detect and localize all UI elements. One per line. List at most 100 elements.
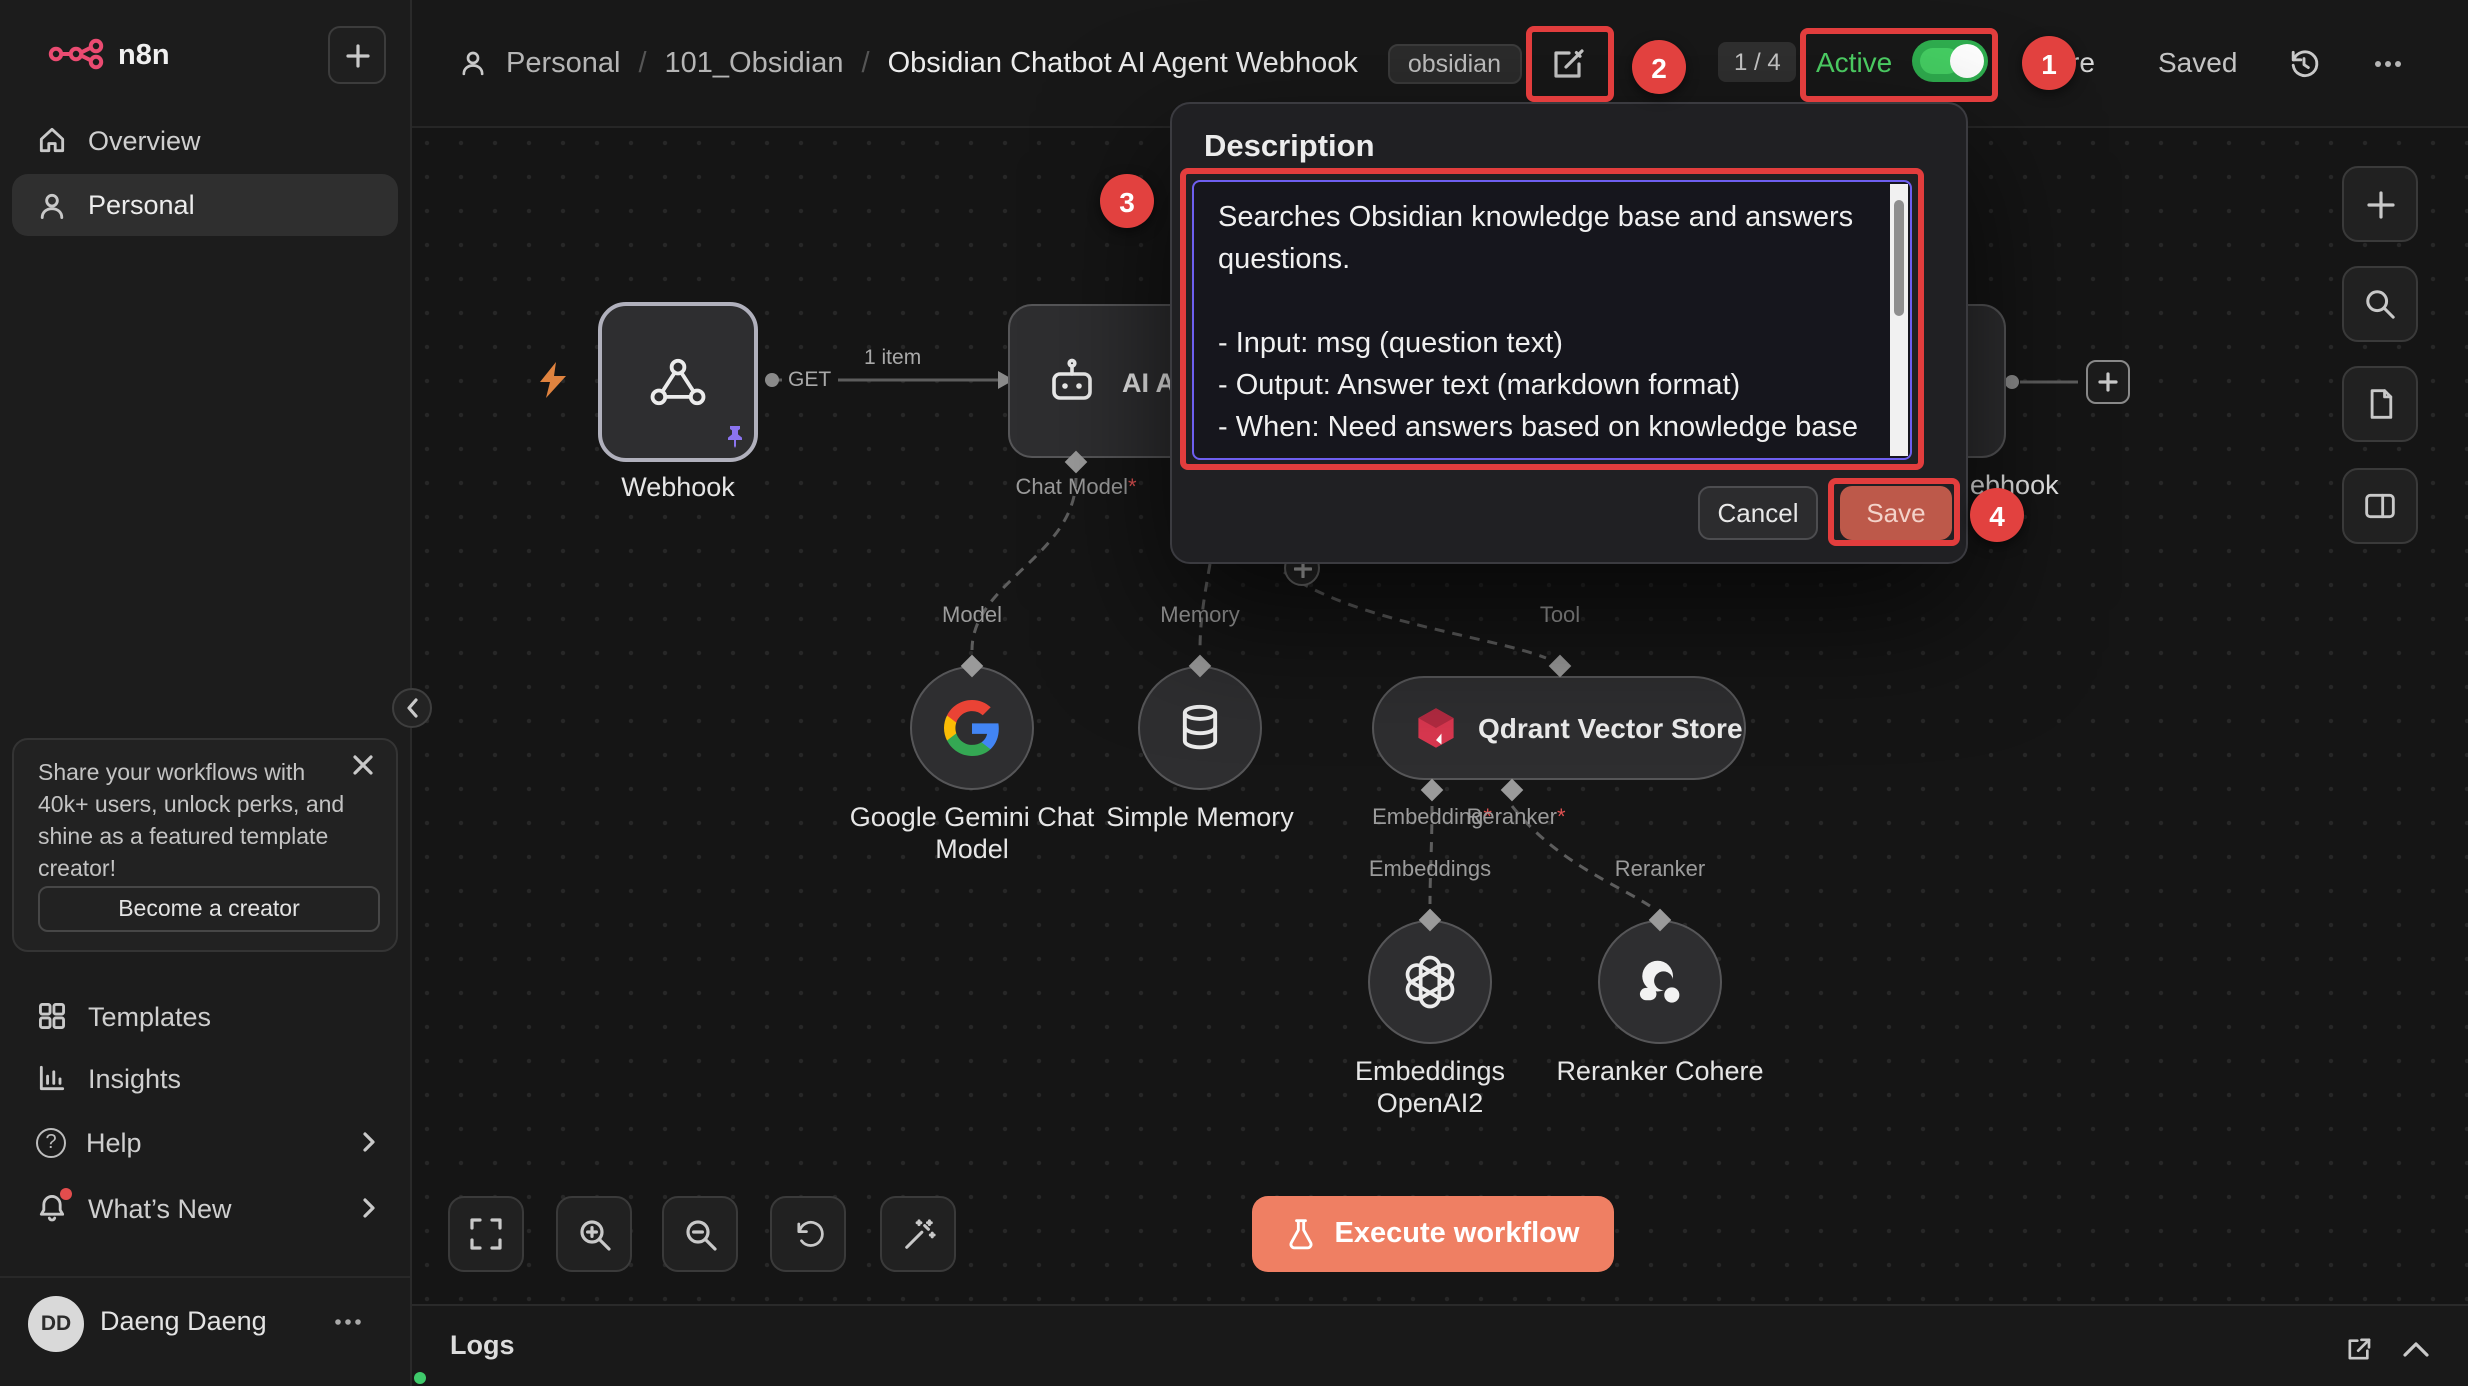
templates-icon — [39, 1003, 65, 1029]
execute-workflow-label: Execute workflow — [1334, 1218, 1580, 1250]
user-menu-button[interactable] — [332, 1306, 364, 1338]
plus-icon — [2098, 372, 2118, 392]
cohere-icon — [1639, 960, 1680, 1003]
toggle-knob — [1950, 44, 1984, 78]
open-in-new-icon — [2347, 1337, 2370, 1359]
edit-description-button[interactable] — [1536, 32, 1600, 96]
annotation-number-3: 3 — [1100, 174, 1154, 228]
node-title: Qdrant Vector Store — [1478, 712, 1743, 744]
ellipsis-icon — [335, 1319, 361, 1325]
port-label-embeddings: Embeddings — [1368, 858, 1492, 882]
brand-name: n8n — [118, 40, 170, 72]
node-reranker-cohere[interactable] — [1598, 920, 1722, 1044]
workflow-title[interactable]: Obsidian Chatbot AI Agent Webhook — [887, 47, 1358, 79]
panel-icon — [2365, 493, 2395, 519]
database-icon — [1182, 704, 1218, 750]
sidebar-item-whats-new[interactable]: What’s New — [12, 1178, 398, 1238]
tidy-up-button[interactable] — [880, 1196, 956, 1272]
sidebar-item-label: Insights — [88, 1063, 182, 1093]
execute-workflow-button[interactable]: Execute workflow — [1252, 1196, 1614, 1272]
breadcrumb: Personal / 101_Obsidian / Obsidian Chatb… — [458, 0, 1521, 126]
plus-icon — [345, 43, 369, 67]
logs-panel[interactable]: Logs — [410, 1304, 2468, 1386]
sidebar-item-label: What’s New — [88, 1193, 232, 1223]
sidebar-item-personal[interactable]: Personal — [12, 174, 398, 236]
trigger-bolt-icon — [538, 362, 568, 398]
status-dot — [414, 1372, 426, 1384]
pinned-data-icon — [726, 426, 744, 448]
close-icon[interactable] — [352, 754, 380, 782]
workflow-tag[interactable]: obsidian — [1387, 43, 1521, 83]
port-label-embedding-req: Embedding* — [1372, 806, 1492, 830]
promo-card: Share your workflows with 40k+ users, un… — [12, 738, 398, 952]
node-embeddings-openai[interactable] — [1368, 920, 1492, 1044]
sidebar-item-templates[interactable]: Templates — [12, 986, 398, 1046]
add-node-button[interactable] — [2086, 360, 2130, 404]
cancel-button[interactable]: Cancel — [1698, 486, 1818, 540]
breadcrumb-separator: / — [638, 47, 647, 79]
sidebar-item-help[interactable]: ? Help — [12, 1112, 398, 1172]
workflow-canvas[interactable]: Webhook GET 1 item AI Agent Ch — [410, 126, 2468, 1304]
description-textarea[interactable]: Searches Obsidian knowledge base and ans… — [1192, 180, 1912, 460]
webhook-icon — [650, 358, 706, 406]
add-node-panel-button[interactable] — [2342, 166, 2418, 242]
chevron-right-icon — [363, 1132, 375, 1152]
flask-icon — [1290, 1219, 1313, 1250]
node-webhook[interactable] — [598, 302, 758, 462]
zoom-in-button[interactable] — [556, 1196, 632, 1272]
edge-items-label: 1 item — [864, 346, 922, 370]
port-label-reranker-req: Reranker* — [1466, 806, 1566, 830]
search-button[interactable] — [2342, 266, 2418, 342]
sidebar-item-label: Templates — [88, 1001, 212, 1031]
annotation-number-1: 1 — [2022, 36, 2076, 90]
port-label-tool: Tool — [1539, 604, 1581, 628]
search-icon — [2366, 290, 2395, 319]
description-dialog: Description Searches Obsidian knowledge … — [1170, 102, 1968, 564]
logs-popout-button[interactable] — [2338, 1328, 2378, 1368]
ellipsis-icon — [2375, 61, 2401, 67]
sidebar-item-label: Personal — [88, 190, 195, 220]
chevron-right-icon — [363, 1198, 375, 1218]
edit-icon — [1554, 49, 1584, 78]
notes-button[interactable] — [2342, 366, 2418, 442]
save-button[interactable]: Save — [1840, 486, 1952, 540]
zoom-out-icon — [685, 1219, 716, 1250]
textarea-scrollbar[interactable] — [1890, 184, 1908, 456]
breadcrumb-folder[interactable]: 101_Obsidian — [664, 47, 844, 79]
active-toggle[interactable] — [1912, 40, 1988, 82]
chevron-up-icon — [2403, 1341, 2429, 1356]
node-google-gemini[interactable] — [910, 666, 1034, 790]
new-workflow-button[interactable] — [328, 26, 386, 84]
wand-icon — [904, 1218, 935, 1248]
fit-view-icon — [470, 1218, 502, 1250]
annotation-number-4: 4 — [1970, 488, 2024, 542]
zoom-to-fit-button[interactable] — [448, 1196, 524, 1272]
logs-expand-button[interactable] — [2396, 1328, 2436, 1368]
become-creator-button[interactable]: Become a creator — [38, 886, 380, 932]
sidebar-collapse-button[interactable] — [392, 688, 432, 728]
notification-dot — [60, 1188, 72, 1200]
workflow-menu-button[interactable] — [2366, 42, 2410, 86]
saved-status: Saved — [2158, 46, 2238, 78]
sidebar-item-insights[interactable]: Insights — [12, 1048, 398, 1108]
zoom-out-button[interactable] — [662, 1196, 738, 1272]
history-button[interactable] — [2282, 42, 2326, 86]
person-icon — [40, 192, 64, 218]
breadcrumb-project[interactable]: Personal — [506, 47, 621, 79]
node-label-simple-memory: Simple Memory — [1106, 802, 1294, 832]
user-row[interactable]: DD Daeng Daeng — [0, 1276, 410, 1386]
scrollbar-thumb[interactable] — [1894, 200, 1904, 316]
undo-button[interactable] — [770, 1196, 846, 1272]
node-qdrant[interactable]: Qdrant Vector Store — [1372, 676, 1746, 780]
dialog-title: Description — [1204, 130, 1375, 164]
node-simple-memory[interactable] — [1138, 666, 1262, 790]
sidebar-item-overview[interactable]: Overview — [12, 110, 398, 170]
insights-icon — [39, 1065, 65, 1091]
logs-title: Logs — [450, 1330, 515, 1360]
panel-toggle-button[interactable] — [2342, 468, 2418, 544]
undo-icon — [796, 1219, 823, 1246]
active-label: Active — [1816, 46, 1893, 78]
qdrant-icon — [1418, 708, 1454, 748]
sidebar-item-label: Help — [86, 1127, 142, 1157]
